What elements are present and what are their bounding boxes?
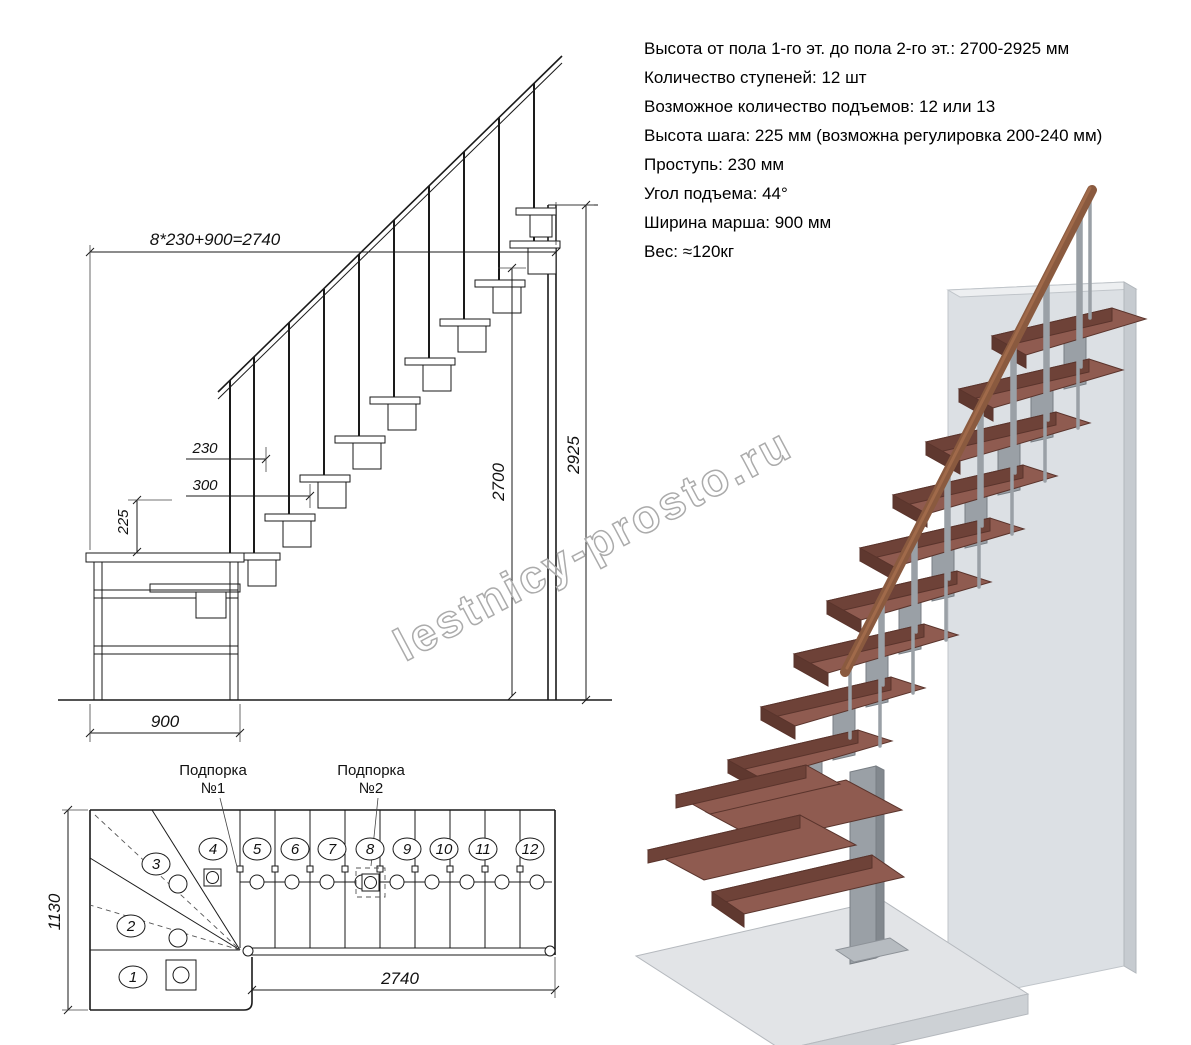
dim-overall-height-label: 2925 [564,436,583,475]
step-number-8: 8 [366,841,375,858]
dim-plan-length-label: 2740 [380,969,419,988]
balusters [229,83,535,553]
specs-panel: Высота от пола 1-го эт. до пола 2-го эт.… [644,34,1184,266]
dim-overall-height: 2925 [556,200,594,705]
spec-line-weight: Вес: ≈120кг [644,242,735,261]
winder-area [89,809,241,991]
handrail-3d [840,185,1097,677]
dim-top-length-label: 8*230+900=2740 [150,230,281,249]
dim-entry-width: 900 [85,704,245,742]
support2-label-line1: Подпорка [337,762,405,779]
handrail [217,62,563,400]
dim-entry-width-label: 900 [151,712,180,731]
step-number-2: 2 [126,918,136,935]
dim-floor-height: 2700 [489,263,526,701]
watermark: lestnicy-prosto.ru [385,416,802,671]
dim-floor-height-label: 2700 [489,463,508,502]
dim-plan-depth-label: 1130 [45,893,64,930]
handrail [217,55,563,393]
step-number-11: 11 [475,841,491,858]
step-number-1: 1 [129,969,137,986]
spec-line-tread: Проступь: 230 мм [644,155,785,174]
spec-line-width: Ширина марша: 900 мм [644,213,832,232]
plan-view: Подпорка №1 Подпорка №2 1 2 3 4 5 6 7 8 [45,762,560,1015]
step-number-12: 12 [522,841,539,858]
base-column-3d [646,764,910,965]
step-number-6: 6 [291,841,300,858]
support1-label-line2: №1 [201,780,225,797]
step-number-9: 9 [403,841,412,858]
balusters-3d [848,192,1092,748]
dim-plan-length: 2740 [247,957,560,998]
spec-line-rise-count: Возможное количество подъемов: 12 или 13 [644,97,996,116]
floor-3d [634,899,1030,1045]
dim-module: 300 [186,477,315,508]
spec-line-angle: Угол подъема: 44° [644,184,788,203]
spec-line-height-range: Высота от пола 1-го эт. до пола 2-го эт.… [644,39,1070,58]
stringer-centerline [240,874,552,890]
step-number-5: 5 [253,841,262,858]
support-posts [203,867,386,898]
stringer-modules [247,214,557,587]
support1-label-line1: Подпорка [179,762,247,779]
watermark-text: lestnicy-prosto.ru [385,417,800,671]
dim-module-label: 300 [192,477,218,494]
step-number-3: 3 [152,856,161,873]
elevation-view: 8*230+900=2740 2925 2700 230 300 [58,55,612,742]
step-number-4: 4 [209,841,217,858]
dim-plan-depth: 1130 [45,805,88,1015]
step-number-10: 10 [436,841,453,858]
spec-line-step-height: Высота шага: 225 мм (возможна регулировк… [644,126,1103,145]
dim-tread: 230 [186,440,271,472]
support-labels: Подпорка №1 Подпорка №2 [179,762,405,868]
support2-label-line2: №2 [359,780,383,797]
step-strips [236,810,524,948]
step-numbers: 1 2 3 4 5 6 7 8 9 10 11 12 [116,837,545,989]
dim-rise-label: 225 [115,509,132,536]
dim-top-length: 8*230+900=2740 [85,202,561,550]
dim-tread-label: 230 [191,440,218,457]
step-number-7: 7 [328,841,337,858]
render-3d [634,185,1148,1045]
dim-rise: 225 [115,495,172,557]
spec-line-step-count: Количество ступеней: 12 шт [644,68,867,87]
platform [85,552,245,701]
